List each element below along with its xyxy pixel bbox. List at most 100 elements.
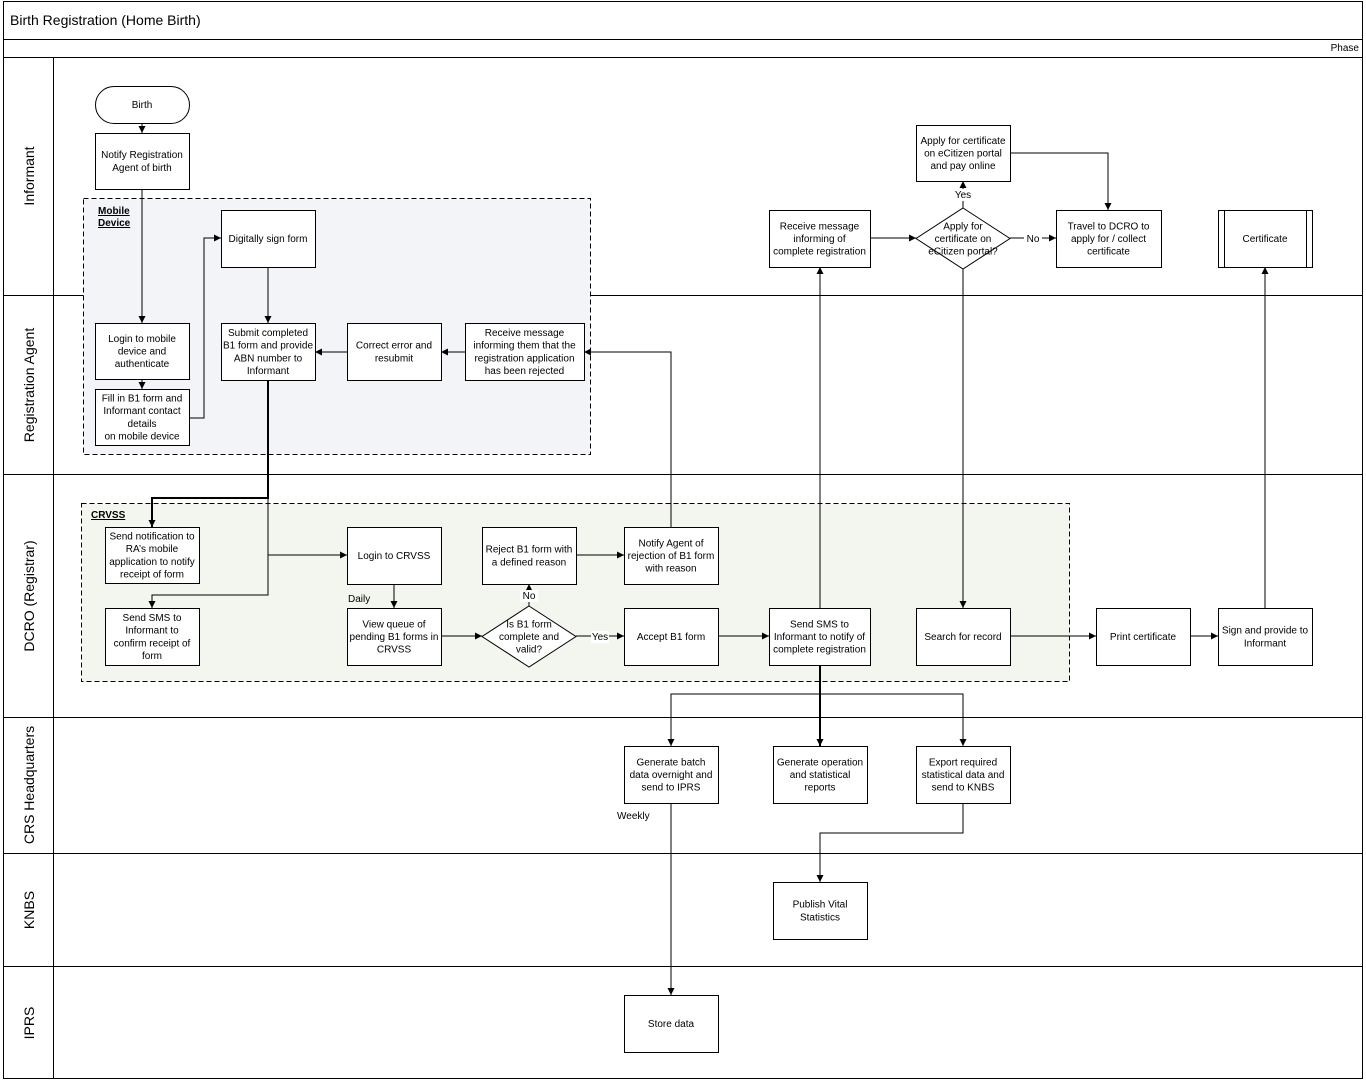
edge-label-daily: Daily (348, 594, 370, 605)
node-shape (769, 210, 871, 268)
node-export-stats: Export required statistical data and send … (916, 746, 1011, 804)
edge-label-bg (954, 189, 972, 201)
node-text-line: Receive message (780, 221, 860, 232)
edge-label-weekly: Weekly (617, 811, 650, 822)
node-text-line: send to KNBS (932, 783, 995, 794)
node-text-line: on mobile device (104, 431, 179, 442)
node-shape (347, 527, 442, 585)
node-shape (95, 323, 190, 380)
node-text-line: Send SMS to (123, 613, 182, 624)
node-text-line: Publish Vital (793, 900, 848, 911)
edge-label-bg (591, 631, 609, 643)
node-text-line: has been rejected (485, 366, 565, 377)
connector-arrow (148, 555, 269, 608)
node-text-line: apply for / collect (1071, 234, 1146, 245)
node-birth: Birth (95, 86, 190, 124)
connector-arrow (189, 234, 221, 419)
node-print-cert: Print certificate (1096, 608, 1191, 666)
node-text-line: informing of (793, 234, 845, 245)
lane-label-dcro: DCRO (Registrar) (21, 540, 37, 651)
lane-label-registration-agent: Registration Agent (21, 328, 37, 443)
node-text-line: reports (804, 783, 835, 794)
node-text-line: Login to CRVSS (358, 551, 431, 562)
node-shape (915, 207, 1011, 270)
node-shape (916, 608, 1011, 666)
lane-label-iprs: IPRS (21, 1007, 37, 1040)
node-text-line: RA’s mobile (126, 544, 179, 555)
node-text-line: Digitally sign form (229, 234, 308, 245)
node-text-line: complete registration (773, 645, 866, 656)
node-text-line: Informant to notify of (774, 632, 865, 643)
node-text-line: confirm receipt of (114, 638, 191, 649)
node-text-line: Notify Agent of (638, 538, 703, 549)
lane-label-informant: Informant (21, 146, 37, 205)
node-shape (95, 133, 190, 190)
node-shape (221, 210, 316, 268)
node-shape (769, 608, 871, 666)
node-text-line: certificate (1087, 247, 1130, 258)
node-text-line: Informant to (125, 626, 179, 637)
node-text-line: Sign and provide to (1222, 626, 1309, 637)
node-text-line: and pay online (930, 161, 995, 172)
node-text-line: Is B1 form (506, 619, 552, 630)
node-shape (347, 608, 442, 666)
node-text-line: Reject B1 form with (486, 545, 573, 556)
node-text-line: details (128, 419, 157, 430)
node-text-line: send to IPRS (642, 783, 701, 794)
edge-label-yes-apply: Yes (955, 190, 971, 201)
node-text-line: View queue of (362, 619, 425, 630)
node-text-line: Birth (132, 100, 153, 111)
node-text-line: complete registration (773, 247, 866, 258)
node-text-line: Print certificate (1110, 632, 1177, 643)
node-shape (105, 527, 200, 584)
node-text-line: valid? (516, 645, 543, 656)
node-text-line: Login to mobile (108, 334, 176, 345)
node-shape (221, 323, 316, 381)
node-text-line: Accept B1 form (637, 632, 705, 643)
edge-label-no-reject: No (523, 591, 536, 602)
node-text-line: form (142, 651, 162, 662)
node-text-line: receipt of form (120, 569, 184, 580)
node-shape (95, 389, 190, 446)
node-shape (105, 608, 200, 666)
node-text-line: Statistics (800, 912, 840, 923)
group-label-mobile: Mobile (98, 206, 130, 217)
node-text-line: data overnight and (630, 770, 713, 781)
node-shape (916, 125, 1011, 182)
node-text-line: on eCitizen portal (924, 149, 1002, 160)
node-shape (482, 527, 577, 585)
node-certificate: Certificate (1218, 210, 1313, 268)
node-text-line: CRVSS (377, 645, 412, 656)
node-text-line: registration application (474, 353, 574, 364)
node-text-line: Export required (929, 757, 997, 768)
node-text-line: application to notify (109, 557, 195, 568)
node-shape (624, 527, 719, 585)
group-label-crvss: CRVSS (91, 510, 126, 521)
diagram-title: Birth Registration (Home Birth) (10, 12, 201, 28)
connector-arrow (1010, 152, 1112, 210)
node-shape (481, 605, 577, 668)
node-accept-b1: Accept B1 form (624, 608, 719, 666)
node-text-line: statistical data and (922, 770, 1005, 781)
node-shape (1218, 210, 1313, 268)
node-text-line: and statistical (790, 770, 851, 781)
connectors (138, 123, 1269, 995)
node-text-line: Informant (247, 366, 289, 377)
node-login-crvss: Login to CRVSS (347, 527, 442, 585)
lane-label-knbs: KNBS (21, 891, 37, 929)
node-text-line: Agent of birth (112, 163, 171, 174)
node-text-line: Fill in B1 form and (102, 394, 183, 405)
node-shape (624, 746, 719, 804)
